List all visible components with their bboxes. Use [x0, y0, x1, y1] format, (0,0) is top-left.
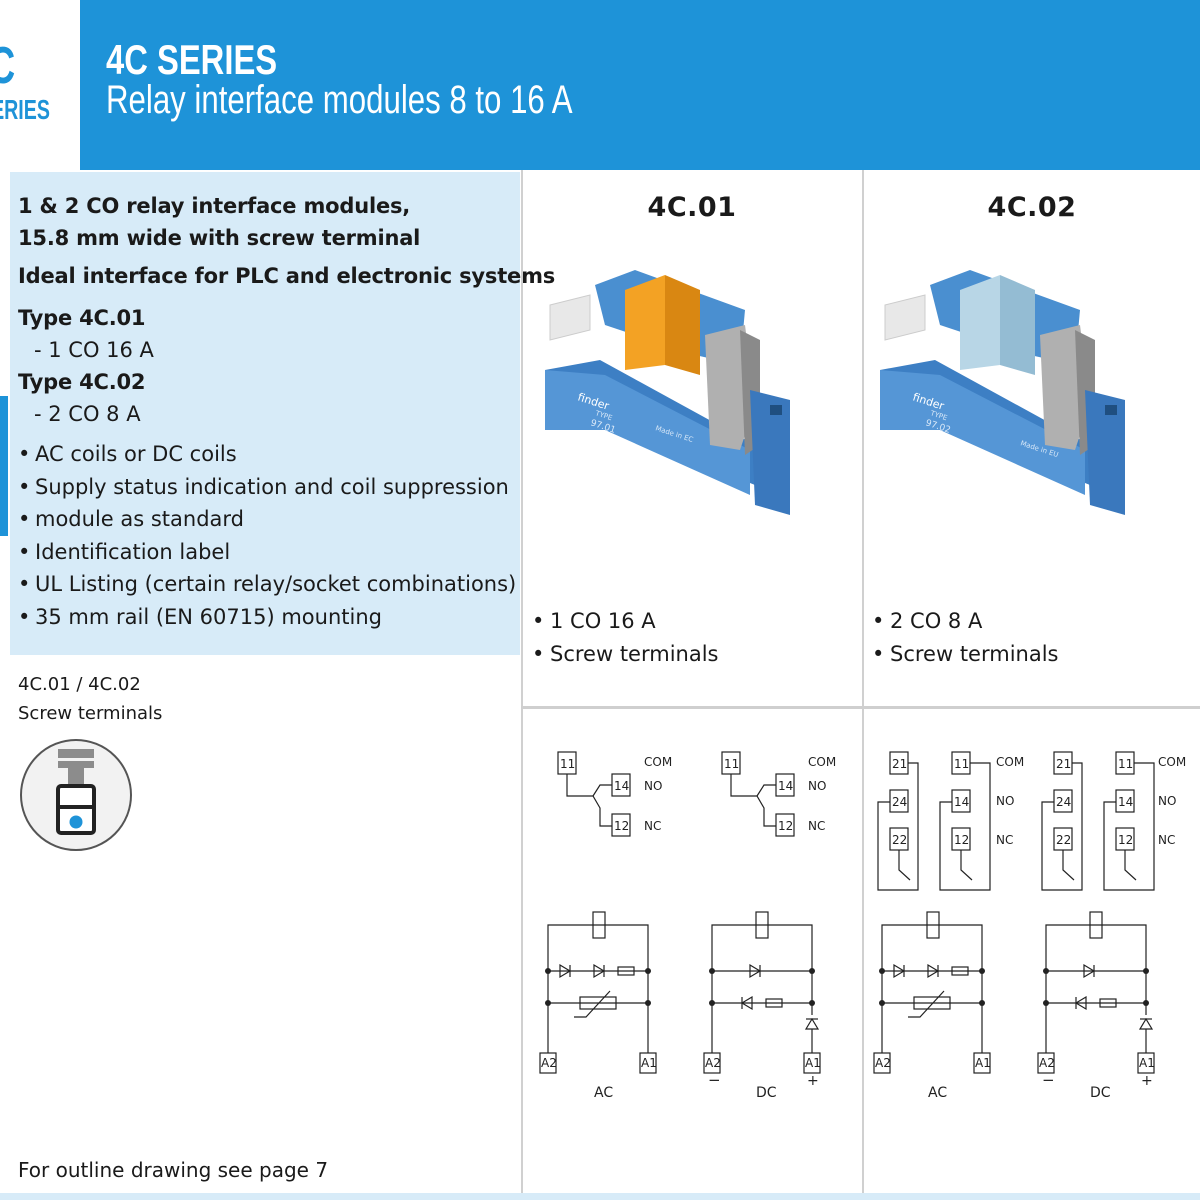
- svg-text:12: 12: [1118, 833, 1133, 847]
- svg-text:COM: COM: [996, 755, 1024, 769]
- svg-text:24: 24: [892, 795, 907, 809]
- tagline: Ideal interface for PLC and electronic s…: [18, 264, 556, 288]
- feature-item: 35 mm rail (EN 60715) mounting: [18, 601, 520, 634]
- svg-text:COM: COM: [644, 755, 672, 769]
- svg-text:NC: NC: [996, 833, 1013, 847]
- relay-module-image: finder TYPE 97.02 Made in EU: [880, 270, 1125, 515]
- terminal-models: 4C.01 / 4C.02: [18, 674, 141, 695]
- coil-circuits-4c01: A2 A1 A2 A1 − + AC DC: [539, 911, 821, 1101]
- svg-text:22: 22: [1056, 833, 1071, 847]
- outline-drawing-note: For outline drawing see page 7: [18, 1158, 329, 1182]
- svg-text:NO: NO: [644, 779, 662, 793]
- svg-text:A2: A2: [541, 1056, 557, 1070]
- terminal-type: Screw terminals: [18, 703, 163, 724]
- page-title: 4C SERIES: [106, 36, 278, 83]
- svg-text:11: 11: [954, 757, 969, 771]
- svg-text:+: +: [807, 1073, 819, 1089]
- svg-text:DC: DC: [756, 1085, 777, 1101]
- svg-text:NC: NC: [644, 819, 661, 833]
- svg-text:−: −: [1042, 1071, 1055, 1089]
- bottom-strip: [0, 1193, 1200, 1200]
- svg-text:A2: A2: [1039, 1056, 1055, 1070]
- svg-text:AC: AC: [928, 1085, 947, 1101]
- page-subtitle: Relay interface modules 8 to 16 A: [106, 78, 573, 122]
- side-tab-series-code: 4C: [0, 36, 15, 96]
- product-bullets: 1 CO 16 A Screw terminals: [532, 605, 718, 671]
- feature-item: UL Listing (certain relay/socket combina…: [18, 568, 520, 601]
- type-1-label: Type 4C.01: [18, 306, 146, 330]
- series-side-tab: 4C SERIES: [0, 0, 80, 170]
- svg-text:12: 12: [778, 819, 793, 833]
- feature-item-continuation: module as standard: [18, 503, 520, 536]
- info-panel: 1 & 2 CO relay interface modules, 15.8 m…: [10, 172, 556, 655]
- type-1-spec: - 1 CO 16 A: [34, 338, 154, 362]
- svg-text:21: 21: [1056, 757, 1071, 771]
- contact-diagram-4c02: 21 24 22 11 14 12 COM NO NC 21 24 22 11 …: [877, 751, 1186, 891]
- svg-text:NC: NC: [1158, 833, 1175, 847]
- row-divider: [521, 706, 1200, 709]
- svg-text:12: 12: [614, 819, 629, 833]
- heading-line-2: 15.8 mm wide with screw terminal: [18, 226, 421, 250]
- svg-text:14: 14: [778, 779, 793, 793]
- svg-text:14: 14: [954, 795, 969, 809]
- product-bullet: 2 CO 8 A: [872, 605, 1058, 638]
- side-tab-series-word: SERIES: [0, 94, 50, 125]
- svg-text:A1: A1: [641, 1056, 657, 1070]
- svg-text:11: 11: [724, 757, 739, 771]
- svg-text:AC: AC: [594, 1085, 613, 1101]
- svg-text:14: 14: [614, 779, 629, 793]
- product-name-4c02: 4C.02: [987, 192, 1077, 223]
- product-bullet: Screw terminals: [872, 638, 1058, 671]
- product-bullets: 2 CO 8 A Screw terminals: [872, 605, 1058, 671]
- type-2-label: Type 4C.02: [18, 370, 146, 394]
- column-divider: [862, 170, 864, 1200]
- relay-module-image: finder TYPE 97.01 Made in EC: [545, 270, 790, 515]
- svg-text:NC: NC: [808, 819, 825, 833]
- svg-text:+: +: [1141, 1073, 1153, 1089]
- svg-text:A2: A2: [705, 1056, 721, 1070]
- svg-text:NO: NO: [996, 794, 1014, 808]
- svg-text:11: 11: [560, 757, 575, 771]
- svg-text:COM: COM: [808, 755, 836, 769]
- svg-text:NO: NO: [808, 779, 826, 793]
- feature-item: AC coils or DC coils: [18, 438, 520, 471]
- svg-text:A1: A1: [805, 1056, 821, 1070]
- svg-text:A2: A2: [875, 1056, 891, 1070]
- svg-text:A1: A1: [1139, 1056, 1155, 1070]
- type-2-spec: - 2 CO 8 A: [34, 402, 141, 426]
- terminal-caption: 4C.01 / 4C.02 Screw terminals: [18, 670, 162, 728]
- contact-diagram-4c01: 11 14 12 COM NO NC 11 14 12 COM NO NC: [557, 751, 836, 837]
- product-bullet: Screw terminals: [532, 638, 718, 671]
- svg-text:12: 12: [954, 833, 969, 847]
- svg-text:COM: COM: [1158, 755, 1186, 769]
- feature-list: AC coils or DC coils Supply status indic…: [18, 438, 520, 633]
- screw-terminal-icon: [20, 739, 132, 851]
- section-marker: [0, 396, 8, 536]
- product-bullet: 1 CO 16 A: [532, 605, 718, 638]
- svg-text:11: 11: [1118, 757, 1133, 771]
- product-name-4c01: 4C.01: [647, 192, 737, 223]
- coil-circuits-4c02: A2 A1 A2 A1 − + AC DC: [873, 911, 1155, 1101]
- header-band: [80, 0, 1200, 170]
- svg-text:DC: DC: [1090, 1085, 1111, 1101]
- column-divider: [521, 170, 523, 1200]
- svg-text:14: 14: [1118, 795, 1133, 809]
- svg-text:−: −: [708, 1071, 721, 1089]
- svg-text:24: 24: [1056, 795, 1071, 809]
- feature-item: Supply status indication and coil suppre…: [18, 471, 520, 504]
- svg-text:21: 21: [892, 757, 907, 771]
- svg-text:22: 22: [892, 833, 907, 847]
- feature-item: Identification label: [18, 536, 520, 569]
- heading-line-1: 1 & 2 CO relay interface modules,: [18, 194, 411, 218]
- svg-text:NO: NO: [1158, 794, 1176, 808]
- svg-text:A1: A1: [975, 1056, 991, 1070]
